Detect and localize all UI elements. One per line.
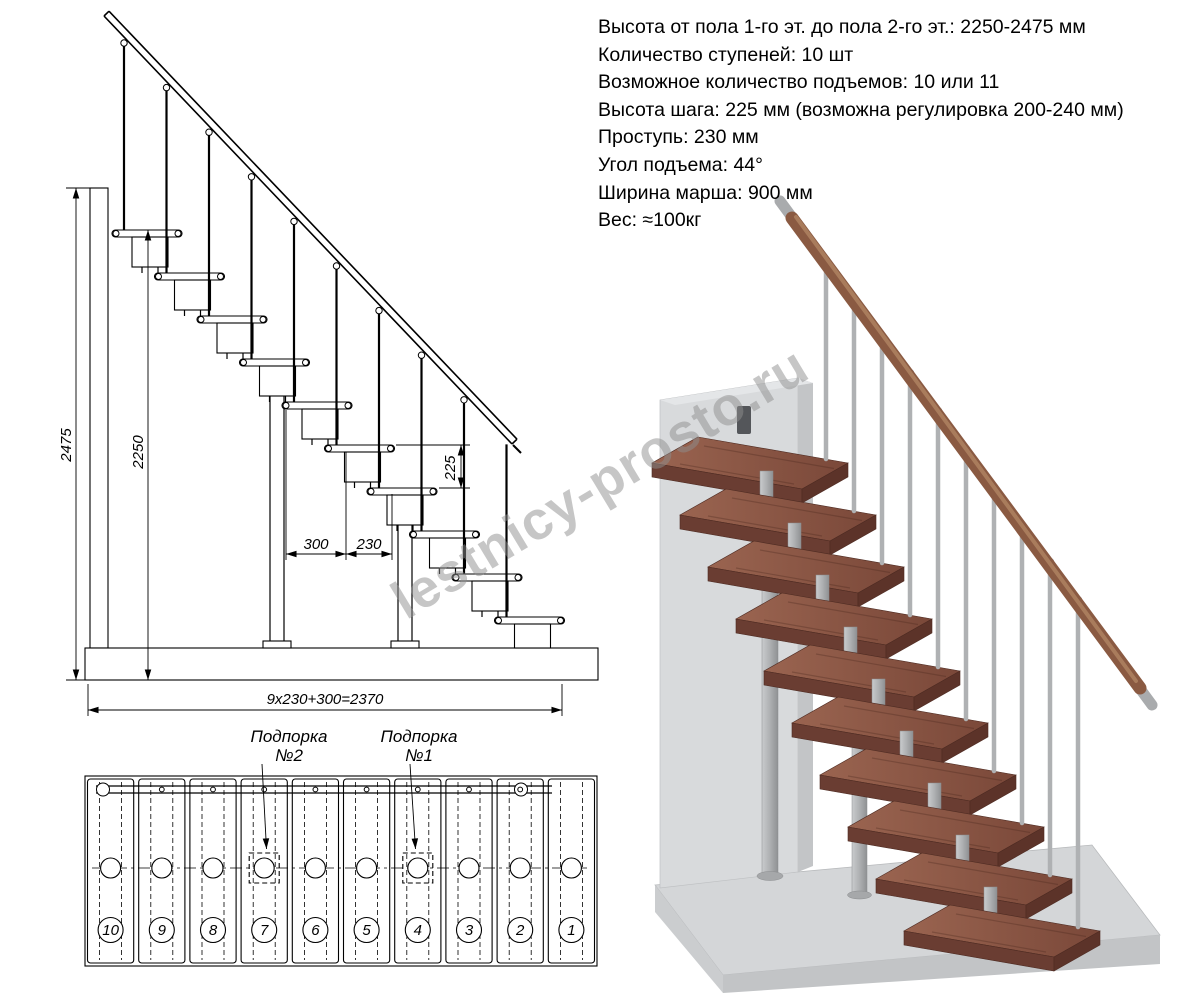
support1-number: №1 xyxy=(405,746,433,765)
plan-step-number: 9 xyxy=(158,922,167,939)
plan-step-number: 6 xyxy=(311,922,320,939)
spec-line: Проступь: 230 мм xyxy=(598,126,759,149)
spec-line: Высота шага: 225 мм (возможна регулировк… xyxy=(598,98,1124,121)
tread-3d xyxy=(679,488,877,556)
elevation-support-columns xyxy=(262,396,420,649)
elevation-step xyxy=(366,487,438,531)
elevation-step xyxy=(451,573,523,617)
elevation-steps xyxy=(111,229,566,649)
elevation-handrail xyxy=(103,10,522,454)
dim-label-total-run: 9x230+300=2370 xyxy=(267,691,384,708)
leader-line-support1 xyxy=(409,763,419,850)
specs-panel: Высота от пола 1-го эт. до пола 2-го эт.… xyxy=(598,14,1186,235)
plan-step-number: 1 xyxy=(567,922,575,939)
handrail-3d xyxy=(774,195,1158,711)
support1-label: Подпорка xyxy=(381,727,458,746)
wall-bracket xyxy=(737,406,751,434)
plan-step-number: 5 xyxy=(362,922,371,939)
elevation-balusters xyxy=(120,39,508,617)
elevation-step xyxy=(493,616,566,649)
elevation-dimensions: 2475 2250 225 300 230 9x230+300= xyxy=(58,187,563,716)
render-3d xyxy=(651,195,1161,993)
spec-line: Количество ступеней: 10 шт xyxy=(598,43,854,66)
elevation-step xyxy=(196,315,268,359)
spec-line: Возможное количество подъемов: 10 или 11 xyxy=(598,71,1000,94)
leader-line-support2 xyxy=(261,763,270,850)
elevation-wall xyxy=(89,187,109,649)
elevation-view: 2475 2250 225 300 230 9x230+300= xyxy=(58,10,599,716)
elevation-step xyxy=(408,530,481,574)
plan-step-numbers: 10 9 8 7 6 5 4 3 2 1 xyxy=(97,916,585,944)
dim-total-run: 9x230+300=2370 xyxy=(87,684,563,716)
plan-step-number: 3 xyxy=(465,922,474,939)
plan-handrail xyxy=(96,782,552,797)
plan-support-labels: Подпорка №2 Подпорка №1 xyxy=(251,727,458,850)
elevation-step xyxy=(111,229,183,273)
dim-label-230: 230 xyxy=(355,536,382,553)
elevation-floor xyxy=(84,647,599,681)
plan-step-number: 4 xyxy=(414,922,422,939)
support2-label: Подпорка xyxy=(251,727,328,746)
elevation-step xyxy=(238,358,311,402)
dim-label-step-height: 225 xyxy=(442,455,459,482)
dim-label-300: 300 xyxy=(303,536,329,553)
spec-line: Высота от пола 1-го эт. до пола 2-го эт.… xyxy=(598,16,1086,38)
support2-number: №2 xyxy=(275,746,303,765)
steps-3d xyxy=(651,436,1101,972)
dim-300-230: 300 230 xyxy=(285,410,393,560)
plan-view: 10 9 8 7 6 5 4 3 2 1 Подпорка №2 Подпорк… xyxy=(84,727,598,967)
tread-3d xyxy=(903,904,1101,972)
elevation-step xyxy=(153,272,226,316)
elevation-step xyxy=(323,444,396,488)
dim-2475: 2475 xyxy=(58,187,90,681)
plan-step-number: 7 xyxy=(260,922,269,939)
dim-label-floor-height: 2250 xyxy=(130,435,147,470)
plan-step-number: 8 xyxy=(209,922,218,939)
spec-line: Ширина марша: 900 мм xyxy=(598,181,813,204)
spec-line: Вес: ≈100кг xyxy=(598,209,702,232)
plan-support-frames xyxy=(248,852,434,884)
spec-line: Угол подъема: 44° xyxy=(598,153,763,176)
dim-label-total-height: 2475 xyxy=(58,428,75,463)
dim-2250: 2250 xyxy=(130,230,152,680)
elevation-step xyxy=(281,401,353,445)
plan-step-number: 2 xyxy=(515,922,525,939)
plan-step-number: 10 xyxy=(102,922,119,939)
dim-225: 225 xyxy=(396,444,470,489)
plan-center-circles xyxy=(100,857,582,879)
